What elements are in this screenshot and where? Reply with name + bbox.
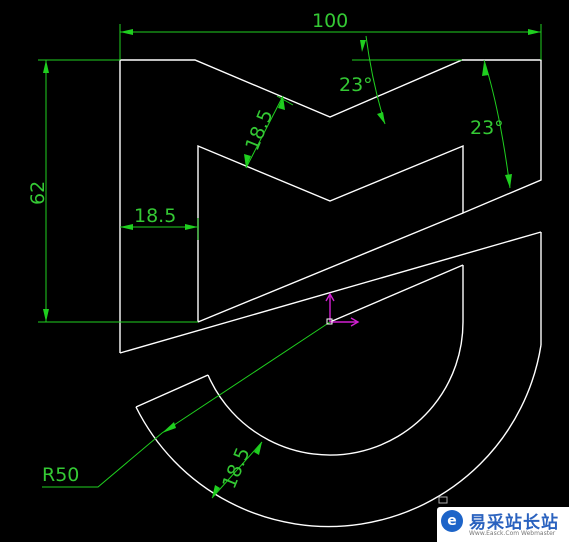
dim-height-arrow-top — [43, 60, 49, 73]
dim-diag-ext-top — [276, 95, 294, 106]
dim-width-arrow-right — [528, 29, 541, 35]
dim-radius-text: R50 — [42, 464, 79, 486]
dim-arc-thickness-text: 18.5 — [218, 444, 254, 491]
dim-diag-arrow-bottom — [244, 154, 251, 168]
dim-angle-top-text: 23° — [339, 74, 373, 96]
watermark-logo: e 易采站长站 Www.Easck.Com Webmaster — [437, 507, 569, 542]
outer-arc — [135, 344, 542, 528]
watermark-subtitle: Www.Easck.Com Webmaster — [469, 530, 556, 537]
dim-height-text: 62 — [27, 181, 49, 205]
dim-left-width-arrow-right — [185, 224, 198, 230]
dim-diag-thickness-text: 18.5 — [241, 106, 277, 153]
ucs-x-arrow — [350, 317, 360, 327]
dim-angle-right-arrow-top — [482, 62, 489, 76]
dim-angle-right-arrow-bottom — [505, 174, 512, 188]
ucs-y-arrow — [325, 292, 335, 302]
dim-arc-arrow-bottom — [212, 485, 220, 498]
part-outline — [119, 59, 542, 528]
outer-m-outline — [119, 59, 542, 353]
dim-diag-thickness-line — [245, 95, 284, 169]
dim-width-text: 100 — [312, 10, 348, 32]
dim-arc-arrow-top — [254, 442, 262, 455]
dim-left-width-arrow-left — [120, 224, 133, 230]
dim-left-width-text: 18.5 — [134, 205, 176, 227]
dim-angle-right-text: 23° — [470, 117, 504, 139]
dim-angle-top-arrow-down — [377, 112, 385, 124]
dim-arc-thickness-line — [211, 441, 263, 499]
ucs-origin-box — [326, 318, 333, 325]
dimension-texts: 100 62 18.5 18.5 23° 23° 18.5 R50 — [27, 10, 504, 492]
arc-start-edge — [135, 374, 209, 408]
arc-tangent-line — [329, 264, 464, 323]
dim-radius-arrow — [162, 422, 176, 433]
dim-angle-top-arrow-up — [360, 40, 366, 52]
dim-radius-leader — [42, 321, 331, 488]
upper-diagonal-edge — [197, 212, 464, 323]
dim-width-arrow-left — [120, 29, 133, 35]
ucs-origin-icon — [325, 292, 360, 327]
cursor-marker — [438, 496, 448, 504]
watermark-title: 易采站长站 — [469, 513, 559, 533]
dimension-lines — [38, 24, 542, 499]
inner-arc — [207, 321, 464, 456]
watermark-e-icon: e — [441, 510, 463, 532]
dim-height-arrow-bottom — [43, 309, 49, 322]
lower-diagonal-edge — [119, 231, 542, 354]
dim-diag-arrow-top — [278, 96, 285, 110]
